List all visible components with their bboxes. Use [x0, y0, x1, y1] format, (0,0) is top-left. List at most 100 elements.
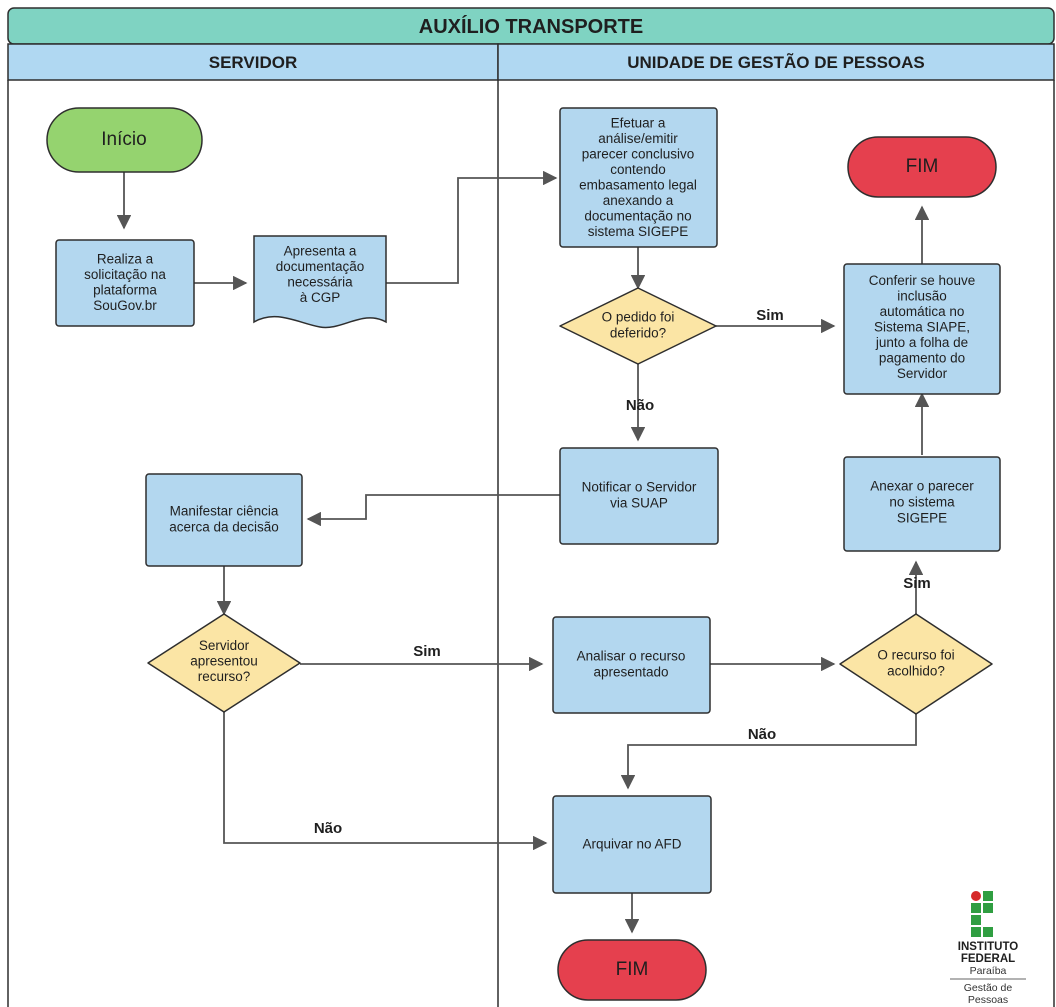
- logo-gestao: Gestão de: [964, 982, 1013, 994]
- label-sim-deferido: Sim: [756, 307, 784, 324]
- node-label-line: deferido?: [610, 326, 666, 341]
- node-fim-bottom: FIM: [557, 939, 707, 1001]
- logo-paraiba: Paraíba: [970, 965, 1007, 977]
- node-label-line: Notificar o Servidor: [582, 480, 697, 495]
- ifpb-logo: INSTITUTO FEDERAL Paraíba Gestão de Pess…: [950, 891, 1026, 1006]
- node-fim-top: FIM: [847, 136, 997, 198]
- node-label-line: acolhido?: [887, 664, 945, 679]
- node-label-line: análise/emitir: [598, 131, 678, 146]
- connector-notificar-manifestar: [306, 494, 560, 527]
- node-label-line: automática no: [880, 304, 965, 319]
- node-label-line: apresentado: [593, 665, 668, 680]
- edge-labels: Sim Não Sim Sim Não Não: [314, 307, 931, 837]
- svg-text:Início: Início: [101, 129, 146, 150]
- node-label-line: FIM: [906, 156, 939, 177]
- node-label-line: Apresenta a: [284, 243, 357, 258]
- label-nao-recurso: Não: [314, 820, 342, 837]
- diagram-title: AUXÍLIO TRANSPORTE: [419, 15, 643, 38]
- connector-acolhido-arquivar: [620, 704, 917, 790]
- node-label-line: sistema SIGEPE: [588, 224, 689, 239]
- lane-servidor: SERVIDOR: [7, 43, 499, 81]
- label-sim-acolhido: Sim: [903, 575, 931, 592]
- node-label-line: parecer conclusivo: [582, 146, 695, 161]
- node-label-line: anexando a: [603, 193, 674, 208]
- label-nao-deferido: Não: [626, 397, 654, 414]
- ifpb-logo-mark: [971, 891, 993, 937]
- lane-servidor-title: SERVIDOR: [209, 53, 298, 72]
- node-label-line: Analisar o recurso: [577, 649, 686, 664]
- svg-text:FIM: FIM: [616, 959, 649, 980]
- node-label-line: Anexar o parecer: [870, 479, 974, 494]
- node-label-line: O recurso foi: [877, 648, 954, 663]
- lane-borders: [7, 80, 1055, 1007]
- node-label-line: no sistema: [889, 495, 955, 510]
- node-label-line: Manifestar ciência: [170, 504, 279, 519]
- svg-text:Arquivar no AFD: Arquivar no AFD: [582, 837, 681, 852]
- node-label-line: Realiza a: [97, 251, 154, 266]
- lane-ugp-title: UNIDADE DE GESTÃO DE PESSOAS: [627, 52, 925, 72]
- logo-instituto: INSTITUTO: [958, 941, 1019, 953]
- node-label-line: junto a folha de: [875, 335, 968, 350]
- node-label-line: SouGov.br: [93, 298, 157, 313]
- connector-apresenta-efetuar: [386, 170, 558, 284]
- diagram-title-bar: AUXÍLIO TRANSPORTE: [7, 7, 1055, 45]
- node-label-line: plataforma: [93, 282, 157, 297]
- node-label-line: pagamento do: [879, 351, 965, 366]
- connectors: [116, 170, 930, 934]
- node-label-line: Início: [101, 129, 146, 150]
- svg-text:FIM: FIM: [906, 156, 939, 177]
- logo-pessoas: Pessoas: [968, 994, 1008, 1006]
- node-label-line: Arquivar no AFD: [582, 837, 681, 852]
- node-label-line: FIM: [616, 959, 649, 980]
- label-sim-recurso: Sim: [413, 643, 441, 660]
- logo-federal: FEDERAL: [961, 953, 1015, 965]
- node-label-line: acerca da decisão: [169, 520, 279, 535]
- node-label-line: documentação: [276, 259, 365, 274]
- node-label-line: via SUAP: [610, 496, 668, 511]
- node-label-line: Sistema SIAPE,: [874, 320, 970, 335]
- lane-ugp: UNIDADE DE GESTÃO DE PESSOAS: [497, 43, 1055, 81]
- node-inicio: Início: [46, 107, 203, 173]
- node-label-line: documentação no: [584, 208, 691, 223]
- node-label-line: inclusão: [897, 289, 947, 304]
- node-label-line: Efetuar a: [611, 115, 666, 130]
- node-label-line: necessária: [287, 274, 353, 289]
- node-label-line: O pedido foi: [602, 310, 675, 325]
- node-label-line: solicitação na: [84, 267, 166, 282]
- node-label-line: Conferir se houve: [869, 273, 976, 288]
- node-label-line: à CGP: [300, 290, 341, 305]
- node-label-line: SIGEPE: [897, 511, 947, 526]
- node-label-line: apresentou: [190, 654, 258, 669]
- node-label-line: Servidor: [199, 638, 250, 653]
- node-label-line: contendo: [610, 162, 666, 177]
- node-label-line: embasamento legal: [579, 177, 697, 192]
- node-label-line: Servidor: [897, 366, 948, 381]
- label-nao-acolhido: Não: [748, 726, 776, 743]
- connector-recurso-arquivar: [223, 712, 548, 851]
- node-arquivar-afd: Arquivar no AFD: [552, 795, 712, 894]
- node-label-line: recurso?: [198, 669, 251, 684]
